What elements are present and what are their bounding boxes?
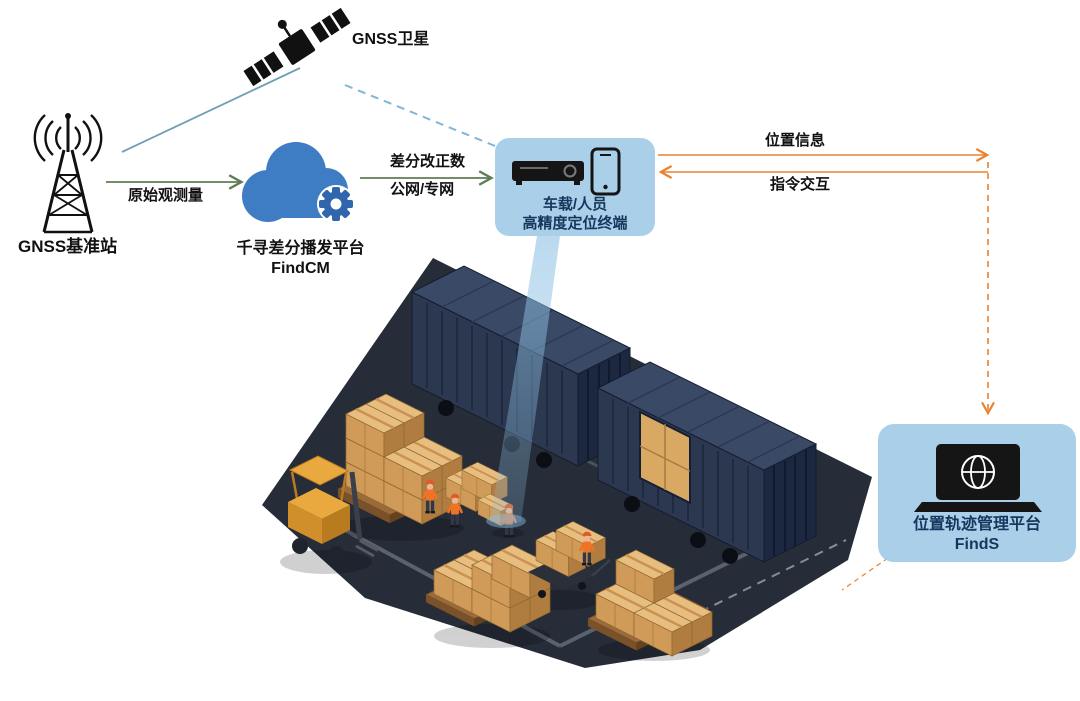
platform-label-line1: 位置轨迹管理平台: [912, 516, 1041, 533]
platform-label: 位置轨迹管理平台 FindS: [878, 515, 1076, 555]
cloud-label-line1: 千寻差分播发平台: [236, 240, 365, 257]
scene-leader-line: [841, 557, 889, 591]
platform-panel: [878, 424, 1076, 562]
pallet-jack: [528, 520, 611, 598]
satellite-label: GNSS卫星: [352, 31, 430, 48]
isometric-warehouse-scene: [262, 258, 872, 668]
raw-observation-label: 原始观测量: [128, 187, 204, 204]
command-exchange-label: 指令交互: [770, 176, 831, 193]
satellite-to-terminal-link: [344, 84, 501, 149]
terminal-panel: [495, 138, 655, 236]
base-station-label: GNSS基准站: [18, 237, 118, 256]
smartphone-icon: [590, 147, 621, 196]
terminal-label: 车载/人员 高精度定位终端: [495, 196, 655, 234]
platform-label-line2: FindS: [954, 536, 1000, 553]
link-lines-right: [658, 148, 995, 591]
correction-label-line1: 差分改正数: [390, 153, 466, 170]
forklift-icon: [288, 455, 379, 562]
cloud-label: 千寻差分播发平台 FindCM: [213, 239, 388, 279]
gear-icon: [317, 185, 355, 223]
position-info-label: 位置信息: [765, 132, 826, 149]
laptop-globe-icon: [914, 444, 1042, 512]
terminal-label-line1: 车载/人员: [542, 196, 608, 213]
satellite-to-base-link: [121, 67, 301, 153]
terminal-label-line2: 高精度定位终端: [522, 214, 628, 232]
correction-label-line2: 公网/专网: [390, 181, 455, 198]
media-receiver-icon: [512, 161, 584, 185]
cloud-gear-icon: [242, 142, 355, 223]
gnss-satellite-icon: [243, 7, 351, 87]
cloud-label-line2: FindCM: [271, 260, 330, 277]
positioning-beam: [486, 236, 560, 528]
link-lines-left: [106, 67, 501, 190]
radio-tower-icon: [33, 113, 103, 234]
container-open-door: [639, 410, 691, 505]
